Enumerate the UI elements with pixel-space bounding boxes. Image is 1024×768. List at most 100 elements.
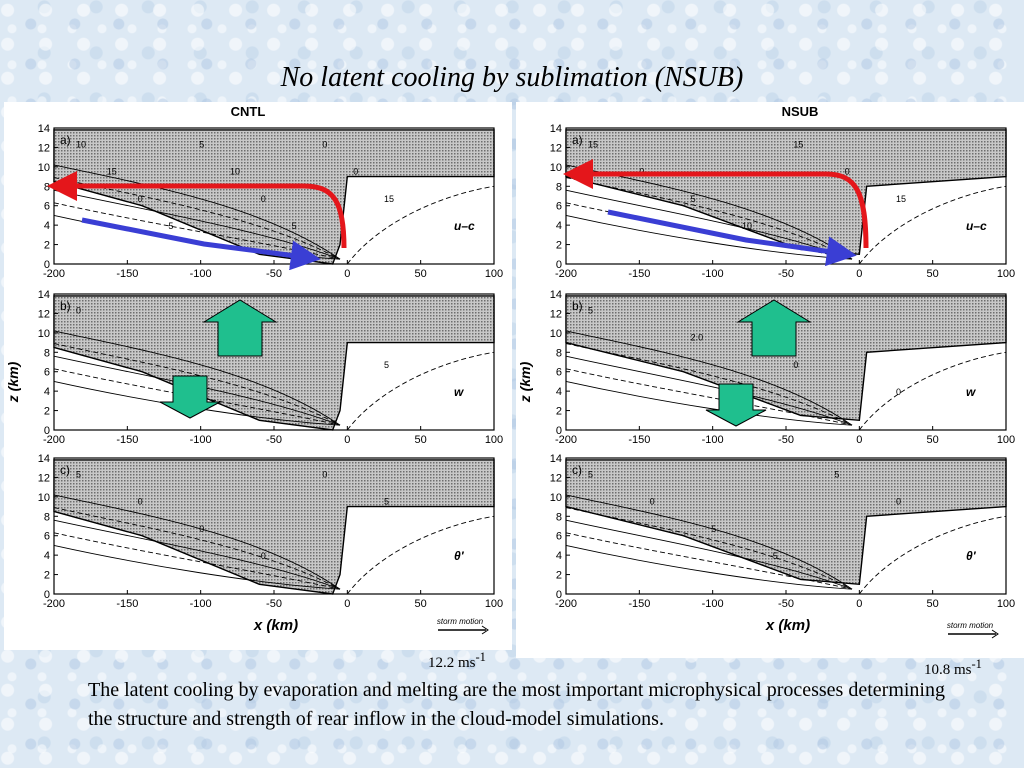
x-tick-label: -100 [702,598,724,610]
contour-line [565,544,853,590]
y-tick-label: 4 [556,386,562,398]
contour-line [53,519,341,590]
contour-value-label: 5 [588,469,593,479]
slide-title: No latent cooling by sublimation (NSUB) [280,62,744,93]
y-tick-label: 10 [550,492,562,504]
y-tick-label: 14 [38,123,50,135]
y-tick-label: 4 [44,386,50,398]
y-tick-label: 4 [556,220,562,232]
rear-inflow-arrow [563,159,869,249]
x-tick-label: -50 [778,268,794,280]
x-tick-label: 50 [927,268,939,280]
y-tick-label: 8 [556,511,562,523]
contour-line [565,494,853,590]
y-tick-label: 10 [550,162,562,174]
x-tick-label: 100 [485,268,503,280]
contour-value-label: 2.0 [691,333,704,343]
updraft-arrow [202,299,278,357]
contour-line [565,507,853,590]
contour-value-label: 0 [261,551,266,561]
x-tick-label: 0 [856,434,862,446]
x-tick-label: 100 [485,434,503,446]
panel-letter: c) [60,463,70,477]
y-tick-label: 6 [556,367,562,379]
x-tick-label: -150 [628,434,650,446]
y-tick-label: 4 [556,550,562,562]
panel-letter: c) [572,463,582,477]
contour-line [346,515,495,595]
contour-value-label: 15 [896,194,906,204]
contour-value-label: 0 [353,167,358,177]
y-tick-label: 10 [550,328,562,340]
contour-value-label: 0 [322,139,327,149]
x-tick-label: -200 [43,268,65,280]
x-tick-label: -50 [266,598,282,610]
y-axis-label: z (km) [517,361,533,403]
figure-title: NSUB [782,104,819,119]
x-tick-label: 0 [856,598,862,610]
y-tick-label: 14 [38,453,50,465]
x-tick-label: -200 [43,434,65,446]
y-tick-label: 6 [556,531,562,543]
contour-line [858,515,1007,595]
contour-value-label: 5 [834,469,839,479]
storm-motion-label: storm motion [947,621,994,630]
x-tick-label: 0 [344,598,350,610]
contour-line [346,185,495,265]
y-tick-label: 2 [44,570,50,582]
contour-line [53,330,341,426]
contour-value-label: 0 [896,387,901,397]
y-tick-label: 12 [38,472,50,484]
contour-value-label: 0 [793,360,798,370]
x-tick-label: 100 [997,434,1015,446]
y-tick-label: 0 [556,589,562,601]
y-tick-label: 2 [44,240,50,252]
y-tick-label: 2 [556,570,562,582]
x-tick-label: -150 [116,268,138,280]
x-tick-label: 0 [856,268,862,280]
panel-field-label: u–c [454,219,475,233]
y-tick-label: 4 [44,550,50,562]
storm-motion-label: storm motion [437,617,484,626]
front-to-rear-arrow [81,217,321,271]
cloud-region [53,129,495,265]
y-tick-label: 12 [550,472,562,484]
storm-motion-arrowhead [991,629,999,639]
contour-line [53,507,341,590]
x-tick-label: 100 [997,268,1015,280]
panel-field-label: u–c [966,219,987,233]
contour-value-label: 15 [588,139,598,149]
contour-value-label: 15 [107,167,117,177]
x-tick-label: -200 [555,598,577,610]
slide-caption: The latent cooling by evaporation and me… [88,679,945,730]
contour-value-label: 15 [384,194,394,204]
contour-value-label: 5 [711,524,716,534]
contour-line [858,351,1007,431]
y-tick-label: 12 [38,308,50,320]
contour-value-label: 0 [76,305,81,315]
y-tick-label: 14 [550,289,562,301]
updraft-arrow [736,299,812,357]
panel-field-label: w [454,385,464,399]
contour-line [53,343,341,426]
y-tick-label: 12 [550,142,562,154]
panel-letter: a) [572,133,583,147]
contour-value-label: 5 [292,221,297,231]
panel-field-label: θ′ [966,549,977,563]
y-tick-label: 14 [38,289,50,301]
cloud-region [53,295,495,431]
y-tick-label: 8 [44,347,50,359]
figure-title: CNTL [231,104,266,119]
x-tick-label: -200 [555,434,577,446]
x-tick-label: 100 [485,598,503,610]
contour-value-label: 0 [261,194,266,204]
contour-line [565,532,853,590]
y-tick-label: 6 [44,201,50,213]
contour-line [565,177,853,260]
x-tick-label: 50 [415,434,427,446]
downdraft-arrow [705,383,767,427]
contour-value-label: 5 [384,360,389,370]
contour-line [53,532,341,590]
